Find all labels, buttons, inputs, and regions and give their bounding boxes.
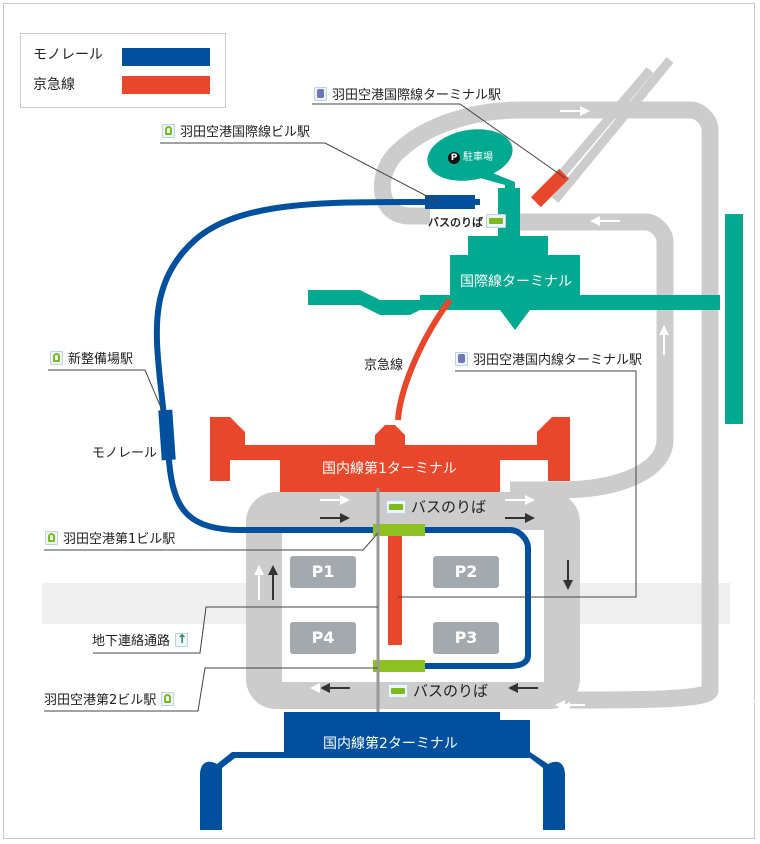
station-keikyu-domestic[interactable]: 羽田空港国内線ターミナル駅 (455, 352, 642, 369)
legend: モノレール 京急線 (20, 33, 226, 108)
station-shinseibijo[interactable]: 新整備場駅 (50, 351, 133, 368)
keikyu-line (395, 168, 570, 421)
road-intl-outer-loop (373, 101, 719, 709)
bus-stop-t1[interactable]: バスのりば (386, 499, 486, 515)
monorail-icon (162, 124, 175, 138)
train-icon (314, 87, 327, 101)
train-icon (455, 352, 468, 366)
bus-stop-t2[interactable]: バスのりば (388, 683, 488, 699)
monorail-intl-station (425, 195, 475, 209)
legend-keikyu-swatch (122, 76, 210, 94)
map-frame (3, 3, 755, 839)
underground-passage-icon (175, 631, 189, 647)
domestic-terminal-1-label[interactable]: 国内線第1ターミナル (322, 461, 457, 477)
parking-p2[interactable]: P2 (433, 556, 499, 588)
white-arrows (254, 106, 760, 710)
monorail-shinseibijo-station (158, 409, 176, 461)
station-mono-intl[interactable]: 羽田空港国際線ビル駅 (162, 124, 310, 141)
monorail-t1-station (373, 524, 425, 536)
parking-zone (282, 530, 544, 682)
leader-lines (44, 103, 637, 712)
legend-keikyu-label: 京急線 (33, 77, 75, 93)
monorail-line (153, 198, 531, 669)
domestic-terminal-1 (210, 417, 570, 492)
monorail-icon (45, 531, 58, 545)
road-intl-inner (510, 213, 674, 499)
domestic-terminal-2-label[interactable]: 国内線第2ターミナル (323, 736, 458, 752)
traffic-arrows (254, 106, 760, 710)
parking-icon: P (448, 152, 460, 164)
keikyu-intl-station (530, 168, 570, 208)
bus-icon (386, 500, 406, 514)
keikyu-line-label: 京急線 (364, 358, 404, 373)
monorail-line-label: モノレール (92, 446, 158, 461)
station-keikyu-intl[interactable]: 羽田空港国際線ターミナル駅 (314, 87, 501, 104)
international-terminal (308, 129, 743, 424)
monorail-icon (50, 351, 63, 365)
legend-monorail-swatch (122, 48, 210, 66)
parking-p4[interactable]: P4 (290, 622, 356, 654)
parking-p3[interactable]: P3 (433, 622, 499, 654)
dark-arrows (268, 513, 573, 693)
underground-passage-label[interactable]: 地下連絡通路 (92, 631, 189, 650)
bus-icon (486, 214, 506, 228)
bus-stop-intl[interactable]: バスのりば (428, 214, 511, 231)
monorail-icon (161, 692, 175, 706)
road-intl-rail-2 (551, 57, 674, 203)
parking-p1[interactable]: P1 (290, 556, 356, 588)
bus-icon (388, 684, 408, 698)
parking-lot-shape (427, 129, 513, 181)
keikyu-domestic-station (388, 535, 402, 645)
monorail-t2-station (373, 660, 425, 672)
domestic-terminal-2 (200, 712, 565, 830)
station-mono-t2[interactable]: 羽田空港第2ビル駅 (44, 692, 175, 709)
station-mono-t1[interactable]: 羽田空港第1ビル駅 (45, 531, 175, 548)
legend-monorail-label: モノレール (33, 47, 103, 63)
international-terminal-label[interactable]: 国際線ターミナル (460, 274, 572, 290)
